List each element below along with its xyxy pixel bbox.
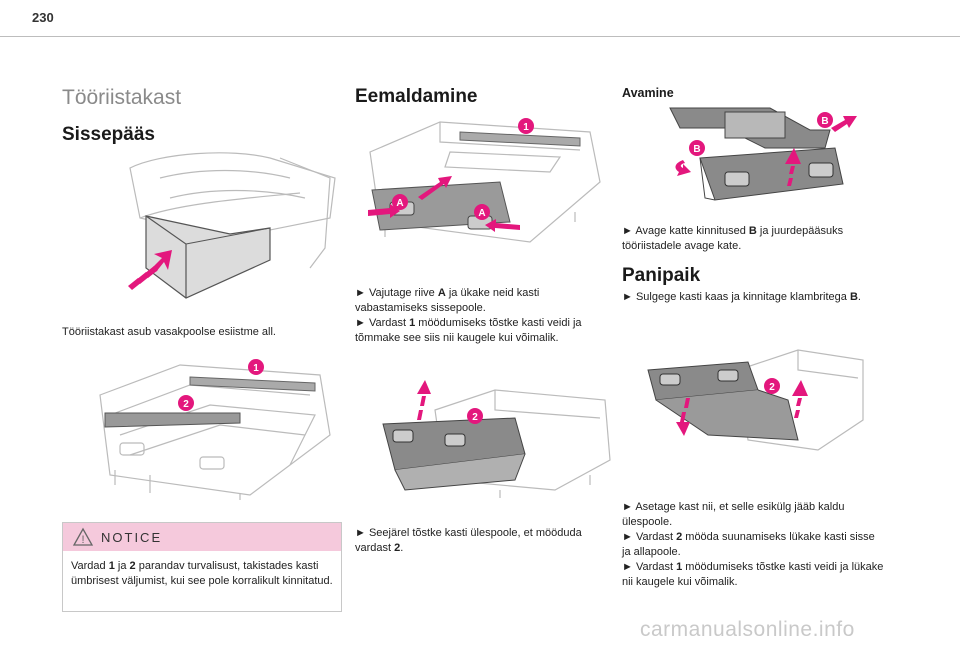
storage-steps: ► Asetage kast nii, et selle esikülg jää… (622, 500, 884, 590)
toolbox-bars-illustration: 1 2 (99, 359, 331, 500)
arrow-icon (368, 204, 400, 218)
header-divider (0, 36, 960, 37)
lift-box-illustration: 2 (382, 380, 611, 498)
removal-step-3: ► Seejärel tõstke kasti ülespoole, et mö… (355, 527, 582, 554)
open-lid-illustration: B B (669, 107, 857, 201)
badge-2: 2 (769, 382, 775, 393)
arrow-icon (675, 160, 691, 176)
warning-glyph: ! (81, 534, 84, 546)
badge-b: B (693, 144, 700, 155)
seat-toolbox-illustration (128, 152, 336, 299)
arrow-icon (485, 219, 520, 232)
caption-toolbox-location: Tööriistakast asub vasakpoolse esiistme … (62, 326, 276, 338)
badge-a: A (396, 198, 403, 209)
badge-1: 1 (523, 122, 529, 133)
storage-step-2: ► Vardast 2 mööda suunamiseks lükake kas… (622, 531, 875, 558)
badge-a: A (478, 208, 485, 219)
notice-box: ! NOTICE Vardad 1 ja 2 parandav turvalis… (62, 522, 342, 612)
arrow-up-icon (417, 380, 431, 420)
removal-steps: ► Vajutage riive A ja ükake neid kasti v… (355, 286, 605, 346)
storage-step-1: ► Asetage kast nii, et selle esikülg jää… (622, 501, 845, 528)
subtitle-access: Sissepääs (62, 124, 155, 145)
badge-1: 1 (253, 363, 259, 374)
arrow-icon (128, 250, 172, 290)
warning-triangle-icon: ! (72, 527, 94, 546)
badge-b: B (821, 116, 828, 127)
title-opening: Avamine (622, 86, 674, 100)
stow-box-illustration: 2 (647, 349, 864, 451)
arrow-up-icon (792, 380, 808, 418)
title-removal: Eemaldamine (355, 86, 478, 107)
arrow-icon (418, 176, 452, 200)
notice-header: ! NOTICE (63, 523, 341, 551)
badge-2: 2 (183, 399, 189, 410)
removal-step-2: ► Vardast 1 möödumiseks tõstke kasti vei… (355, 317, 582, 344)
opening-step: ► Avage katte kinnitused B ja juurdepääs… (622, 225, 844, 252)
section-title-toolbox: Tööriistakast (62, 86, 182, 109)
removal-step-1: ► Vajutage riive A ja ükake neid kasti v… (355, 287, 540, 314)
notice-title: NOTICE (101, 530, 163, 545)
removal-latches-illustration: 1 A A (368, 118, 601, 243)
arrow-down-icon (676, 398, 690, 436)
storage-step: ► Sulgege kasti kaas ja kinnitage klambr… (622, 291, 861, 303)
arrow-up-icon (785, 148, 801, 186)
arrow-icon (831, 116, 857, 132)
storage-step-3: ► Vardast 1 möödumiseks tõstke kasti vei… (622, 561, 884, 588)
watermark: carmanualsonline.info (640, 618, 855, 641)
page-number: 230 (32, 10, 54, 25)
badge-2: 2 (472, 412, 478, 423)
notice-text: Vardad 1 ja 2 parandav turvalisust, taki… (71, 560, 333, 587)
title-storage: Panipaik (622, 265, 701, 286)
